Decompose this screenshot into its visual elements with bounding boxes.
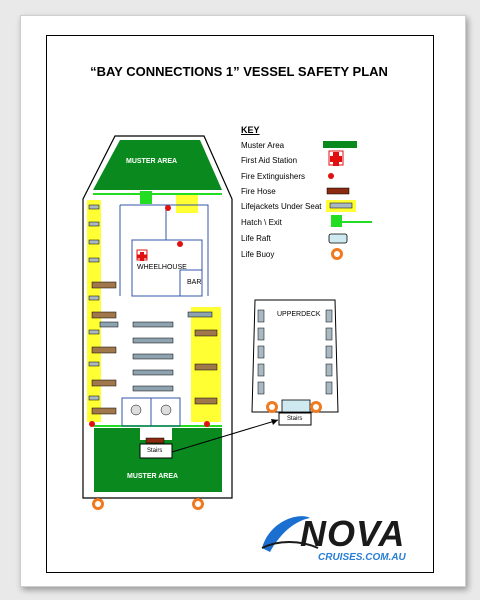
muster-area-swatch xyxy=(323,141,357,148)
first-aid-wheelhouse xyxy=(136,249,148,261)
upperdeck-outline xyxy=(251,299,339,413)
page-title: “BAY CONNECTIONS 1” VESSEL SAFETY PLAN xyxy=(90,64,388,79)
fire-extinguisher-dot-icon xyxy=(328,173,334,179)
main-stairs-label: Stairs xyxy=(147,448,163,454)
wheelhouse-room xyxy=(131,239,203,297)
fire-extinguisher-4 xyxy=(204,421,210,427)
nova-logo-text: NOVA xyxy=(300,513,406,554)
hatch-exit-top xyxy=(140,191,152,204)
key-heading: KEY xyxy=(241,125,260,135)
upperdeck-seats-left xyxy=(257,309,265,395)
seat-rows-center xyxy=(99,311,213,392)
life-buoy-main-left xyxy=(92,498,104,510)
muster-area-top xyxy=(93,140,222,190)
chairs-left xyxy=(88,204,100,401)
tables-left xyxy=(91,281,117,415)
key-label-muster: Muster Area xyxy=(241,141,285,150)
wheelhouse-wall xyxy=(120,204,209,296)
muster-area-bottom-label: MUSTER AREA xyxy=(127,473,179,480)
fire-hose-icon xyxy=(326,187,350,195)
muster-area-top-label: MUSTER AREA xyxy=(126,158,178,165)
key-label-lifejackets: Lifejackets Under Seat xyxy=(241,202,322,211)
upperdeck-label: UPPERDECK xyxy=(277,311,321,318)
life-raft-upperdeck xyxy=(281,399,311,413)
muster-area-bottom xyxy=(94,428,222,492)
nova-logo-subtext: CRUISES.COM.AU xyxy=(318,552,406,563)
fire-extinguisher-2 xyxy=(177,241,183,247)
key-label-life-raft: Life Raft xyxy=(241,234,271,243)
life-buoy-upper-left xyxy=(266,401,278,413)
lifejacket-seat-icon xyxy=(326,200,356,212)
upper-stairs-box xyxy=(278,412,312,426)
key-label-life-buoy: Life Buoy xyxy=(241,250,275,259)
main-stairs-box xyxy=(139,443,173,459)
plan-frame xyxy=(46,35,434,573)
life-buoy-upper-right xyxy=(310,401,322,413)
fire-hose-bottom xyxy=(145,437,165,444)
upper-stairs-label: Stairs xyxy=(287,416,303,422)
wheelhouse-label: WHEELHOUSE xyxy=(137,264,187,271)
life-buoy-main-right xyxy=(192,498,204,510)
upperdeck-seats-right xyxy=(325,309,333,395)
key-label-hatch: Hatch \ Exit xyxy=(241,218,282,227)
tables-right xyxy=(194,329,218,405)
bar-label: BAR xyxy=(187,279,202,286)
hatch-exit-icon xyxy=(331,215,372,227)
first-aid-cross-icon xyxy=(328,150,344,166)
key-label-extinguishers: Fire Extinguishers xyxy=(241,172,306,181)
key-label-fire-hose: Fire Hose xyxy=(241,187,276,196)
fire-extinguisher-3 xyxy=(89,421,95,427)
lifejacket-seat-left xyxy=(87,200,101,422)
bar-room xyxy=(179,269,203,297)
lifejacket-seat-top xyxy=(176,195,198,213)
life-raft-icon xyxy=(328,233,348,244)
stairs-connector-line xyxy=(171,419,279,453)
life-buoy-icon xyxy=(331,248,343,260)
fire-extinguisher-1 xyxy=(165,205,171,211)
key-label-first-aid: First Aid Station xyxy=(241,156,298,165)
